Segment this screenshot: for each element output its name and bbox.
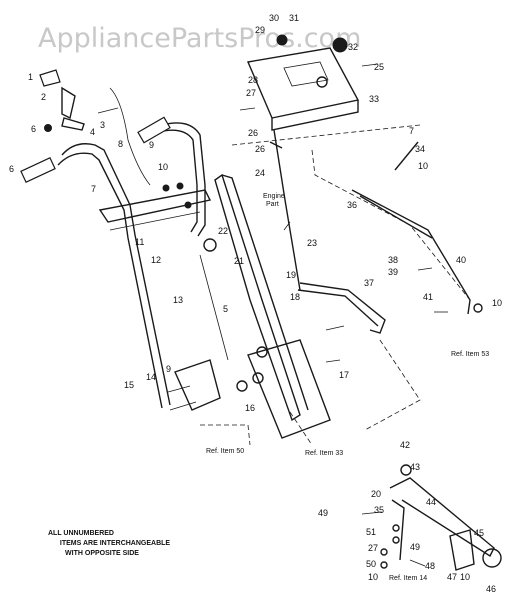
callout-34: 34: [415, 144, 425, 154]
callout-48: 48: [425, 561, 435, 571]
callout-32: 32: [348, 42, 358, 52]
callout-13: 13: [173, 295, 183, 305]
callout-6a: 6: [9, 164, 14, 174]
watermark-text: AppliancePartsPros.com: [38, 23, 361, 54]
callout-42: 42: [400, 440, 410, 450]
callout-28: 28: [248, 75, 258, 85]
callout-16: 16: [245, 403, 255, 413]
callout-26b: 26: [255, 144, 265, 154]
callout-44: 44: [426, 497, 436, 507]
ref-item-33-label: Ref. Item 33: [305, 450, 343, 457]
callout-29: 29: [255, 25, 265, 35]
callout-31: 31: [289, 13, 299, 23]
callout-40: 40: [456, 255, 466, 265]
callout-2: 2: [41, 92, 46, 102]
callout-21: 21: [234, 256, 244, 266]
callout-27a: 27: [246, 88, 256, 98]
callout-6b: 6: [31, 124, 36, 134]
callout-50: 50: [366, 559, 376, 569]
callout-46: 46: [486, 584, 496, 594]
callout-11: 11: [135, 237, 144, 247]
callout-7b: 7: [409, 126, 414, 136]
callout-12: 12: [151, 255, 161, 265]
note-line-2: ITEMS ARE INTERCHANGEABLE: [60, 540, 171, 547]
note-line-3: WITH OPPOSITE SIDE: [65, 550, 139, 557]
callout-25: 25: [374, 62, 384, 72]
callout-10b: 10: [418, 161, 428, 171]
ref-item-53-label: Ref. Item 53: [451, 351, 489, 358]
callout-14: 14: [146, 372, 156, 382]
callout-labels: 1 2 3 4 5 6 6 7 7 8 9 9 10 10 10 10 10 1…: [9, 13, 502, 594]
reference-labels: Ref. Item 50 Ref. Item 33 Ref. Item 53 R…: [206, 193, 489, 582]
ref-item-14-label: Ref. Item 14: [389, 575, 427, 582]
callout-7a: 7: [91, 184, 96, 194]
callout-10c: 10: [492, 298, 502, 308]
callout-3: 3: [100, 120, 105, 130]
callout-47: 47: [447, 572, 457, 582]
interchangeable-note: ALL UNNUMBERED ITEMS ARE INTERCHANGEABLE…: [48, 530, 170, 557]
callout-51: 51: [366, 527, 376, 537]
callout-22: 22: [218, 226, 228, 236]
callout-10a: 10: [158, 162, 168, 172]
callout-33: 33: [369, 94, 379, 104]
callout-27b: 27: [368, 543, 378, 553]
ref-item-50-label: Ref. Item 50: [206, 448, 244, 455]
callout-8: 8: [118, 139, 123, 149]
callout-23: 23: [307, 238, 317, 248]
callout-45: 45: [474, 528, 484, 538]
chute-linkage-drawing: [361, 464, 502, 571]
callout-20: 20: [371, 489, 381, 499]
handle-assembly-drawing: [20, 69, 345, 439]
control-panel-drawing: [239, 34, 379, 291]
callout-19: 19: [286, 270, 296, 280]
engine-part-label-line1: Engine: [263, 193, 285, 200]
callout-15: 15: [124, 380, 134, 390]
callout-4: 4: [90, 127, 95, 137]
callout-5: 5: [223, 304, 228, 314]
callout-36: 36: [347, 200, 357, 210]
callout-26a: 26: [248, 128, 258, 138]
callout-24: 24: [255, 168, 265, 178]
note-line-1: ALL UNNUMBERED: [48, 530, 114, 537]
callout-9a: 9: [149, 140, 154, 150]
callout-1: 1: [28, 72, 33, 82]
callout-10d: 10: [368, 572, 378, 582]
callout-43: 43: [410, 462, 420, 472]
engine-part-label-line2: Part: [266, 201, 279, 208]
callout-49b: 49: [410, 542, 420, 552]
callout-39: 39: [388, 267, 398, 277]
callout-18: 18: [290, 292, 300, 302]
callout-41: 41: [423, 292, 433, 302]
callout-35: 35: [374, 505, 384, 515]
callout-9b: 9: [166, 364, 171, 374]
linkage-drawing: [200, 124, 483, 446]
callout-30: 30: [269, 13, 279, 23]
callout-38: 38: [388, 255, 398, 265]
callout-49a: 49: [318, 508, 328, 518]
callout-17: 17: [339, 370, 349, 380]
callout-10e: 10: [460, 572, 470, 582]
callout-37: 37: [364, 278, 374, 288]
